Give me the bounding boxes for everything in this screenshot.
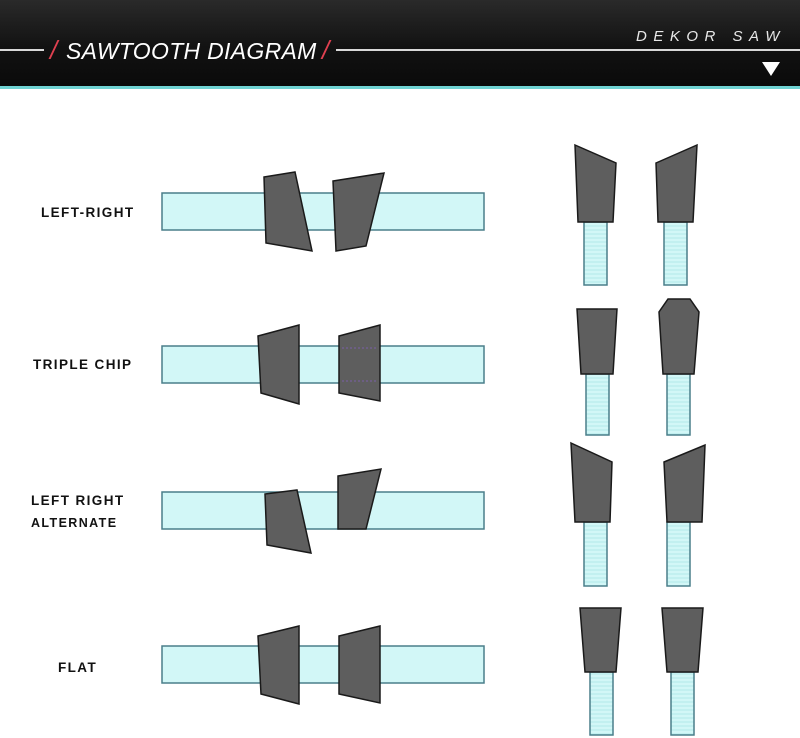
side-shank bbox=[666, 521, 691, 587]
row-left-right-alternate bbox=[161, 441, 706, 587]
side-tooth-right bbox=[663, 443, 706, 523]
label-flat: FLAT bbox=[58, 660, 98, 675]
tooth-trapezoid bbox=[257, 324, 300, 405]
row-triple-chip bbox=[161, 298, 700, 436]
tooth-right-bevel bbox=[337, 468, 383, 530]
label-left-right: LEFT-RIGHT bbox=[41, 205, 135, 220]
header-bar bbox=[0, 0, 800, 86]
side-tooth-flat bbox=[661, 607, 704, 673]
brand-name: DEKOR SAW bbox=[636, 28, 786, 45]
title-slash-left: / bbox=[50, 35, 58, 65]
row-flat bbox=[161, 607, 704, 736]
side-shank bbox=[670, 671, 695, 736]
side-shank bbox=[663, 221, 688, 286]
dropdown-triangle-icon[interactable] bbox=[762, 62, 780, 76]
row-left-right bbox=[161, 143, 698, 286]
label-left-right-alt-line1: LEFT RIGHT bbox=[31, 493, 125, 508]
side-shank bbox=[666, 373, 691, 436]
side-shank bbox=[583, 221, 608, 286]
side-shank bbox=[583, 521, 608, 587]
tooth-trapezoid bbox=[338, 324, 381, 402]
page-title: SAWTOOTH DIAGRAM bbox=[66, 38, 317, 64]
side-tooth-left bbox=[574, 143, 617, 223]
label-triple-chip: TRIPLE CHIP bbox=[33, 357, 133, 372]
tooth-left-bevel bbox=[264, 489, 312, 554]
side-tooth-left bbox=[570, 441, 613, 523]
side-tooth-flat bbox=[576, 308, 618, 375]
side-tooth-chamfered bbox=[658, 298, 700, 375]
header-accent-line bbox=[0, 86, 800, 89]
side-tooth-flat bbox=[579, 607, 622, 673]
title-slash-right: / bbox=[322, 35, 330, 65]
side-shank bbox=[589, 671, 614, 736]
blade-body bbox=[161, 491, 485, 530]
title-rule-left bbox=[0, 49, 44, 51]
tooth-right-bevel bbox=[332, 172, 385, 252]
label-left-right-alt-line2: ALTERNATE bbox=[31, 516, 118, 530]
blade-body bbox=[161, 345, 485, 384]
tooth-trapezoid bbox=[257, 625, 300, 705]
blade-body bbox=[161, 192, 485, 231]
side-tooth-right bbox=[655, 143, 698, 223]
tooth-left-bevel bbox=[263, 171, 313, 252]
blade-body bbox=[161, 645, 485, 684]
side-shank bbox=[585, 373, 610, 436]
title-rule-right bbox=[336, 49, 800, 51]
tooth-trapezoid bbox=[338, 625, 381, 704]
